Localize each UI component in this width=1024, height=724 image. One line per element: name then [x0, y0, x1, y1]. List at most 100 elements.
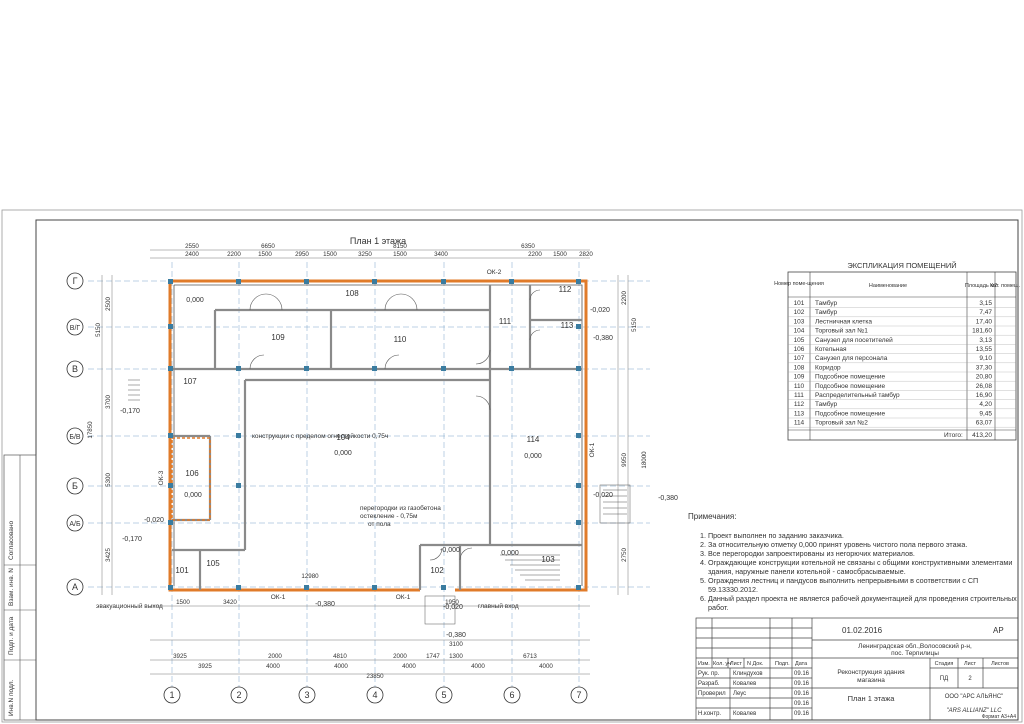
axis-number: 6	[509, 690, 514, 700]
dim: 3420	[223, 599, 237, 606]
room-number: 103	[541, 555, 555, 564]
explication-cell-no: 108	[794, 364, 805, 371]
dimension-lines	[101, 249, 629, 675]
axis-number: 4	[372, 690, 377, 700]
dim: 6713	[523, 653, 537, 660]
window-mark: ОК-2	[487, 269, 502, 276]
side-stamp-sign-date: Подп. и дата	[8, 616, 15, 655]
dim: 5150	[95, 323, 102, 337]
explication-table: ЭКСПЛИКАЦИЯ ПОМЕЩЕНИЙ Номер поме-щения Н…	[774, 261, 1020, 441]
explication-header-name: Наименование	[869, 283, 907, 289]
notes-block: Примечания: Проект выполнен по заданию з…	[688, 512, 1018, 612]
explication-cell-no: 109	[794, 374, 805, 381]
stamp-sheet-title: План 1 этажа	[848, 694, 896, 703]
explication-cell-area: 17,40	[976, 318, 993, 325]
axis-letter: Б/В	[69, 434, 81, 441]
dim: 9950	[621, 453, 628, 467]
stamp-person-date: 09.16	[794, 701, 810, 707]
note-item: Проект выполнен по заданию заказчика.	[708, 531, 1018, 540]
explication-cell-no: 101	[794, 300, 805, 307]
stamp-person-date: 09.16	[794, 691, 810, 697]
explication-cell-no: 111	[794, 392, 804, 399]
doors	[249, 289, 541, 561]
explication-cell-no: 112	[794, 401, 805, 408]
explication-cell-name: Коридор	[815, 364, 841, 371]
explication-cell-no: 102	[794, 309, 805, 316]
stamp-format: Формат А3+А4	[982, 714, 1017, 720]
dim: 18000	[641, 451, 648, 469]
dim: 3400	[434, 251, 448, 258]
room-number: 107	[183, 377, 197, 386]
fire-walls-note: конструкции с пределом огнестойкости 0,7…	[252, 432, 388, 440]
dim-total: 23850	[366, 673, 384, 680]
level-mark: -0,020	[144, 517, 164, 524]
dim: 1300	[449, 653, 463, 660]
dim: 1500	[393, 251, 407, 258]
dim: 2500	[105, 297, 112, 311]
explication-cell-area: 3,13	[979, 337, 992, 344]
axis-letters: Г В/Г В Б/В Б А/Б А	[66, 272, 84, 596]
dim: 4000	[334, 663, 348, 670]
explication-cell-name: Торговый зал №1	[815, 327, 868, 335]
room-number: 101	[175, 566, 189, 575]
axis-number: 7	[576, 690, 581, 700]
dim: 1747	[426, 653, 440, 660]
side-stamp-agreed: Согласовано	[8, 521, 15, 560]
dimensions-side-text: 2500 5150 3700 17850 5300 3425 2200 5150…	[87, 291, 648, 562]
dim: 8150	[393, 243, 407, 250]
notes-heading: Примечания:	[688, 512, 737, 521]
room-number: 111	[499, 317, 512, 326]
explication-cell-name: Торговый зал №2	[815, 419, 868, 427]
stamp-col-date: Дата	[795, 661, 808, 667]
room-number: 109	[271, 333, 285, 342]
explication-total-value: 413,20	[972, 432, 992, 439]
stairs	[128, 379, 631, 625]
explication-cell-area: 3,15	[979, 300, 992, 307]
axis-letter: Г	[73, 276, 78, 286]
side-stamp-inv: Инв.N подл.	[8, 679, 15, 716]
explication-cell-area: 37,30	[976, 364, 993, 371]
dim: 4000	[539, 663, 553, 670]
explication-cell-name: Санузел для посетителей	[815, 336, 893, 344]
main-entrance-label: главный вход	[478, 602, 519, 610]
dim: 4000	[471, 663, 485, 670]
dim: 12980	[301, 573, 319, 580]
axis-letter: Б	[72, 481, 78, 491]
dim: 4810	[333, 653, 347, 660]
dim: 1500	[553, 251, 567, 258]
explication-cell-name: Котельная	[815, 346, 847, 353]
room-level: 0,000	[501, 550, 519, 557]
stamp-project-1: Реконструкция здания	[837, 669, 905, 676]
dim: 4000	[402, 663, 416, 670]
dim: 3925	[173, 653, 187, 660]
explication-cell-area: 26,08	[976, 383, 993, 390]
stamp-code: АР	[993, 626, 1004, 635]
room-number: 104	[336, 433, 350, 442]
dim: 2200	[528, 251, 542, 258]
explication-title: ЭКСПЛИКАЦИЯ ПОМЕЩЕНИЙ	[847, 261, 956, 270]
level-mark: -0,170	[122, 536, 142, 543]
stamp-person-date: 09.16	[794, 681, 810, 687]
stamp-role: Разраб.	[698, 681, 720, 687]
dim: 4000	[266, 663, 280, 670]
explication-cell-area: 20,80	[976, 374, 993, 381]
window-mark: ОК-1	[396, 594, 411, 601]
dim: 2820	[579, 251, 593, 258]
explication-cell-area: 4,20	[979, 401, 992, 408]
dim: 1950	[445, 599, 459, 606]
level-mark: -0,020	[590, 307, 610, 314]
explication-cell-name: Лестничная клетка	[815, 318, 872, 325]
dim: 2950	[295, 251, 309, 258]
notes-list: Проект выполнен по заданию заказчика. За…	[688, 531, 1018, 612]
room-level: 0,000	[184, 492, 202, 499]
dim: 6350	[521, 243, 535, 250]
partitions-note-1: перегородки из газобетона	[360, 504, 441, 512]
axis-number: 1	[169, 690, 174, 700]
level-mark: -0,380	[446, 632, 466, 639]
explication-cell-no: 110	[794, 383, 805, 390]
room-labels: 107 0,000 108 109 110 111 112 113 104 0,…	[175, 285, 574, 575]
dim: 2000	[268, 653, 282, 660]
explication-cell-no: 106	[794, 346, 805, 353]
